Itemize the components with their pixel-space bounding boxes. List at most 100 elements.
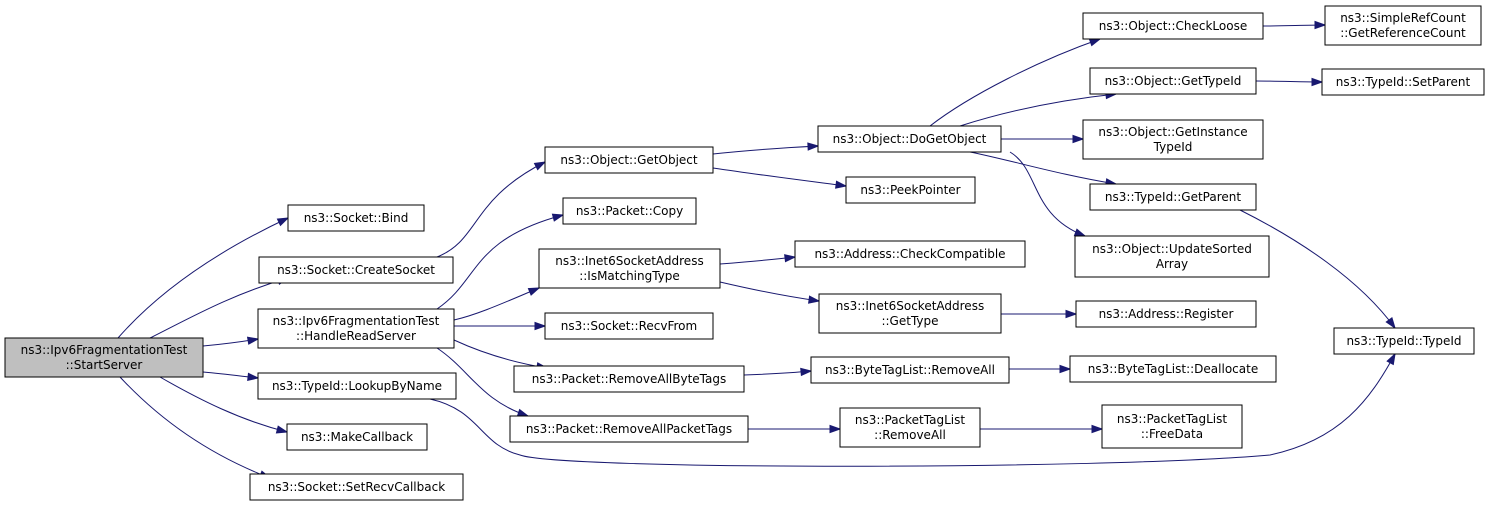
arrowhead-icon — [247, 372, 260, 382]
node-label: ns3::Object::GetInstance — [1098, 125, 1247, 139]
arrowhead-icon — [276, 217, 290, 227]
node-set-recv-callback[interactable]: ns3::Socket::SetRecvCallback — [249, 473, 464, 501]
node-box — [845, 176, 976, 204]
node-label: ns3::ByteTagList::Deallocate — [1088, 362, 1258, 376]
node-box — [794, 240, 1026, 268]
node-byte-tag-deallocate[interactable]: ns3::ByteTagList::Deallocate — [1069, 355, 1277, 383]
node-label: ns3::TypeId::LookupByName — [272, 379, 442, 393]
node-box — [562, 197, 697, 225]
node-label: ns3::Ipv6FragmentationTest — [273, 314, 440, 328]
node-start-server[interactable]: ns3::Ipv6FragmentationTest::StartServer — [4, 337, 204, 378]
node-label: ns3::TypeId::GetParent — [1105, 190, 1241, 204]
node-box — [544, 312, 714, 340]
node-remove-all-packet-tags[interactable]: ns3::Packet::RemoveAllPacketTags — [509, 415, 749, 443]
node-packet-tag-remove-all[interactable]: ns3::PacketTagList::RemoveAll — [839, 407, 981, 448]
arrowhead-icon — [1059, 364, 1072, 374]
node-create-socket[interactable]: ns3::Socket::CreateSocket — [258, 256, 454, 284]
node-box — [1082, 12, 1264, 40]
edge-start_server-to-lookup_by_name — [202, 371, 260, 382]
edge-start_server-to-handle_read_server — [202, 336, 260, 347]
node-box — [1089, 67, 1257, 95]
arrowhead-icon — [800, 367, 813, 377]
arrowhead-icon — [516, 408, 530, 417]
node-object-get-type-id[interactable]: ns3::Object::GetTypeId — [1089, 67, 1257, 95]
edge-line — [149, 277, 289, 339]
node-box — [1333, 327, 1475, 355]
edge-get_object-to-do_get_object — [712, 142, 820, 155]
node-label: ::HandleReadServer — [296, 329, 416, 343]
node-make-callback[interactable]: ns3::MakeCallback — [286, 423, 428, 451]
arrowhead-icon — [246, 336, 260, 345]
edge-byte_tag_remove_all-to-byte_tag_deallocate — [1009, 364, 1072, 374]
edge-get_parent-to-type_id_ctor — [1239, 209, 1396, 330]
node-address-register[interactable]: ns3::Address::Register — [1075, 300, 1257, 328]
edge-line — [719, 256, 796, 265]
node-get-reference-count[interactable]: ns3::SimpleRefCount::GetReferenceCount — [1324, 5, 1482, 46]
node-inet6-get-type[interactable]: ns3::Inet6SocketAddress::GetType — [818, 293, 1002, 334]
node-free-data[interactable]: ns3::PacketTagList::FreeData — [1101, 404, 1243, 449]
edge-start_server-to-socket_bind — [117, 217, 290, 339]
edge-do_get_object-to-update_sorted_array — [1009, 151, 1087, 237]
edge-line — [719, 281, 820, 302]
node-label: ::FreeData — [1141, 427, 1203, 441]
edge-handle_read_server-to-is_matching_type — [453, 287, 541, 321]
arrowhead-icon — [1311, 77, 1324, 87]
node-box — [1075, 300, 1257, 328]
node-check-compatible[interactable]: ns3::Address::CheckCompatible — [794, 240, 1026, 268]
arrowhead-icon — [1065, 309, 1078, 319]
node-peek-pointer[interactable]: ns3::PeekPointer — [845, 176, 976, 204]
node-box — [817, 125, 1002, 153]
edge-get_object-to-peek_pointer — [712, 167, 848, 189]
arrowhead-icon — [551, 213, 565, 222]
node-socket-bind[interactable]: ns3::Socket::Bind — [287, 204, 425, 232]
edge-line — [436, 347, 529, 417]
function-nodes: ns3::Ipv6FragmentationTest::StartServern… — [4, 5, 1485, 501]
node-packet-copy[interactable]: ns3::Packet::Copy — [562, 197, 697, 225]
node-label: ns3::Socket::SetRecvCallback — [268, 480, 445, 494]
node-label: ns3::Packet::RemoveAllByteTags — [532, 372, 726, 386]
arrowhead-icon — [808, 295, 821, 304]
node-label: ::GetReferenceCount — [1340, 26, 1466, 40]
node-lookup-by-name[interactable]: ns3::TypeId::LookupByName — [257, 372, 457, 400]
node-byte-tag-remove-all[interactable]: ns3::ByteTagList::RemoveAll — [810, 356, 1010, 384]
node-label: ns3::Object::GetTypeId — [1105, 74, 1242, 88]
edge-object_get_type_id-to-set_parent — [1255, 77, 1324, 87]
node-label: ns3::PacketTagList — [855, 413, 965, 427]
node-label: ::IsMatchingType — [579, 269, 680, 283]
node-label: ns3::Ipv6FragmentationTest — [21, 343, 188, 357]
node-label: ns3::MakeCallback — [301, 430, 413, 444]
edge-start_server-to-make_callback — [159, 376, 289, 434]
node-check-loose[interactable]: ns3::Object::CheckLoose — [1082, 12, 1264, 40]
node-handle-read-server[interactable]: ns3::Ipv6FragmentationTest::HandleReadSe… — [257, 308, 455, 349]
node-remove-all-byte-tags[interactable]: ns3::Packet::RemoveAllByteTags — [513, 365, 745, 393]
node-type-id-ctor[interactable]: ns3::TypeId::TypeId — [1333, 327, 1475, 355]
edge-line — [159, 376, 288, 433]
node-label: ns3::Packet::RemoveAllPacketTags — [526, 422, 732, 436]
arrowhead-icon — [1072, 134, 1085, 144]
node-label: ns3::Address::Register — [1099, 307, 1234, 321]
node-label: ns3::Object::DoGetObject — [833, 132, 987, 146]
node-set-parent[interactable]: ns3::TypeId::SetParent — [1321, 68, 1485, 96]
edge-line — [1239, 209, 1396, 329]
edge-handle_read_server-to-recv_from — [454, 321, 547, 331]
node-is-matching-type[interactable]: ns3::Inet6SocketAddress::IsMatchingType — [538, 248, 721, 289]
node-get-parent[interactable]: ns3::TypeId::GetParent — [1089, 183, 1257, 211]
node-recv-from[interactable]: ns3::Socket::RecvFrom — [544, 312, 714, 340]
node-box — [1321, 68, 1485, 96]
edge-remove_all_byte_tags-to-byte_tag_remove_all — [743, 367, 813, 377]
edge-check_loose-to-get_reference_count — [1262, 20, 1327, 30]
node-do-get-object[interactable]: ns3::Object::DoGetObject — [817, 125, 1002, 153]
node-label: TypeId — [1153, 140, 1193, 154]
node-get-object[interactable]: ns3::Object::GetObject — [544, 146, 714, 174]
arrowhead-icon — [527, 287, 541, 296]
arrowhead-icon — [835, 180, 848, 189]
node-label: ns3::Packet::Copy — [576, 204, 683, 218]
arrowhead-icon — [784, 254, 797, 263]
arrowhead-icon — [1385, 317, 1396, 330]
node-label: ns3::Object::GetObject — [560, 153, 698, 167]
node-label: ns3::Address::CheckCompatible — [814, 247, 1005, 261]
node-box — [1082, 119, 1264, 160]
edge-do_get_object-to-check_loose — [929, 38, 1102, 127]
